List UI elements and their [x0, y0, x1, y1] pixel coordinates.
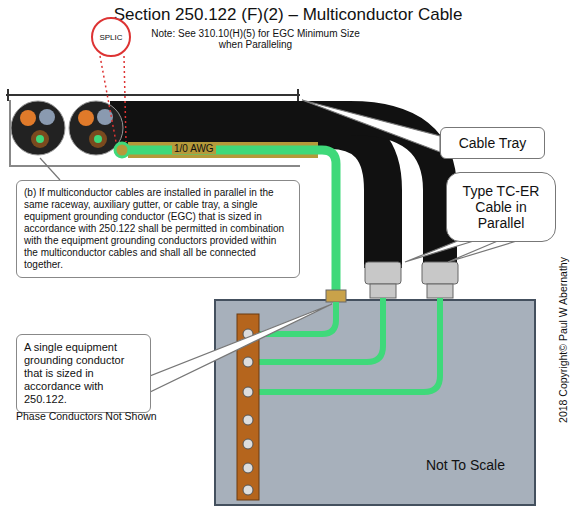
ground-wire — [252, 298, 440, 392]
title: Section 250.122 (F)(2) – Multiconductor … — [0, 5, 576, 25]
cable-cross-section — [11, 101, 123, 155]
node-text: Type TC-ER Cable in Parallel — [455, 183, 547, 231]
callout-bubble: Type TC-ER Cable in Parallel — [446, 172, 556, 242]
wire-size-label: 1/0 AWG — [172, 143, 216, 154]
enclosure: Not To Scale — [215, 300, 535, 505]
note-text: Note: See 310.10(H)(5) for EGC Minimum S… — [148, 28, 363, 50]
node-text: A single equipment grounding conductor t… — [24, 341, 143, 406]
code-text-box: (b) If multiconductor cables are install… — [16, 180, 300, 278]
node-text: (b) If multiconductor cables are install… — [24, 187, 292, 271]
copyright-text: 2018 Copyright© Paul W Abernathy — [557, 257, 569, 423]
node-text: Cable Tray — [449, 135, 536, 151]
node-text: Not To Scale — [426, 457, 505, 473]
callout-box: A single equipment grounding conductor t… — [16, 334, 151, 413]
node-text: SPLIC — [99, 33, 122, 42]
callout-box: Cable Tray — [440, 127, 545, 159]
splice-bubble: SPLIC — [91, 17, 131, 57]
note-text: Phase Conductors Not Shown — [16, 410, 157, 422]
splice-leader — [100, 56, 126, 142]
leader-line — [40, 158, 60, 180]
cable-gland — [326, 262, 458, 302]
